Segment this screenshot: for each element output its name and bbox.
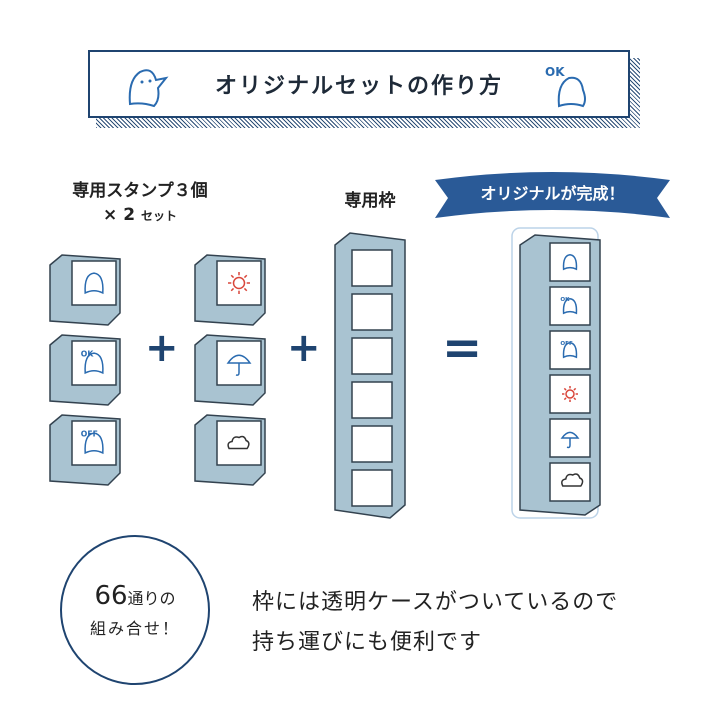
stamp-set-2-item — [194, 334, 266, 406]
ghost-off-icon: OFF — [560, 341, 578, 359]
svg-text:OK: OK — [81, 349, 95, 358]
svg-text:OK: OK — [545, 65, 565, 79]
assembled-set: OK OFF — [511, 227, 601, 519]
svg-text:OK: OK — [560, 297, 570, 303]
stamps-count: × 2 — [103, 205, 136, 225]
stamps-label: 専用スタンプ３個 × 2 セット — [40, 176, 240, 225]
frame-label: 専用枠 — [344, 191, 396, 211]
svg-text:OFF: OFF — [560, 341, 573, 347]
stamps-label-line1: 専用スタンプ３個 — [72, 181, 208, 201]
equals-sign: = — [442, 320, 483, 376]
stamp-frame — [334, 232, 406, 519]
stamp-set-1-item: OFF — [49, 414, 121, 486]
stamp-set-1-item: OK — [49, 334, 121, 406]
cloud-icon — [561, 473, 584, 487]
cloud-icon — [227, 435, 250, 450]
description-line-1: 枠には透明ケースがついているので — [252, 590, 619, 615]
plus-sign-1: + — [145, 325, 179, 371]
combinations-text: 組み合せ！ — [89, 619, 180, 638]
combinations-suffix: 通りの — [127, 589, 176, 608]
svg-text:OFF: OFF — [81, 429, 98, 438]
umbrella-icon — [226, 354, 252, 376]
sun-icon — [228, 272, 250, 294]
stamp-set-2-item — [194, 254, 266, 326]
combinations-count: 66 — [94, 581, 128, 611]
ghost-ok-icon: OK — [81, 349, 104, 375]
ghost-ok-icon: OK — [560, 297, 578, 315]
plus-sign-2: + — [287, 325, 321, 371]
stamp-set-1-item — [49, 254, 121, 326]
complete-banner — [435, 172, 670, 218]
ghost-icon — [562, 254, 578, 271]
ghost-icon — [128, 69, 169, 108]
title-box: オリジナルセットの作り方 OK — [88, 50, 630, 118]
combinations-badge: 66通りの 組み合せ！ — [60, 535, 210, 685]
stamps-unit: セット — [140, 209, 177, 223]
umbrella-icon — [560, 431, 580, 449]
description-line-2: 持ち運びにも便利です — [252, 630, 483, 655]
ghost-icon — [84, 272, 104, 295]
stamp-set-2-item — [194, 414, 266, 486]
banner-text: オリジナルが完成！ — [480, 184, 625, 203]
ghost-ok-icon: OK — [545, 65, 586, 108]
page-title: オリジナルセットの作り方 — [214, 74, 503, 99]
sun-icon — [562, 386, 578, 402]
ghost-off-icon: OFF — [81, 429, 104, 455]
